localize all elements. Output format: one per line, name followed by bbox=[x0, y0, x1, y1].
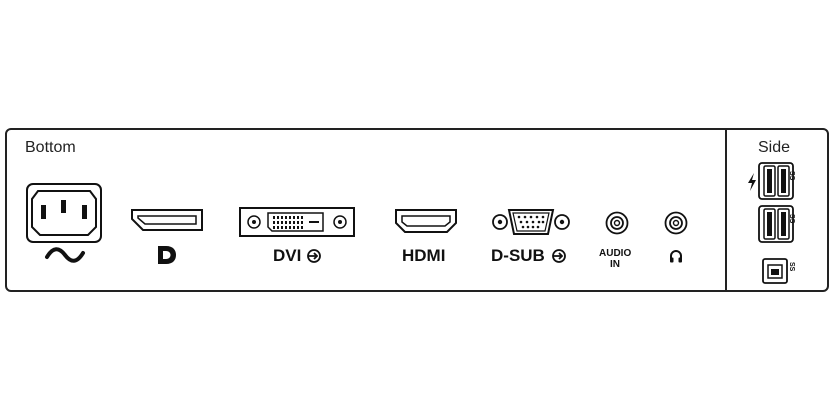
hdmi-connector-icon bbox=[395, 209, 457, 233]
dsub-label: D-SUB bbox=[491, 246, 545, 265]
audio-in-label-line1: AUDIO bbox=[599, 248, 632, 259]
headphone-icon bbox=[669, 249, 683, 263]
usb-ss-badge-1: SS bbox=[788, 171, 795, 181]
dvi-input-arrow-icon bbox=[307, 249, 321, 263]
vga-connector-icon bbox=[491, 207, 571, 237]
side-section-label: Side bbox=[758, 139, 791, 156]
lightning-icon bbox=[747, 173, 757, 191]
usb-ss-badge-2: SS bbox=[788, 214, 795, 224]
dsub-input-arrow-icon bbox=[552, 249, 566, 263]
ac-symbol-icon bbox=[45, 247, 85, 263]
ac-power-inlet-icon bbox=[26, 183, 102, 243]
usb-b-port-icon bbox=[762, 258, 788, 284]
connector-panel bbox=[5, 128, 829, 292]
audio-in-label-line2: IN bbox=[610, 259, 620, 270]
usb-a-charging-port-icon bbox=[758, 162, 794, 200]
dvi-label: DVI bbox=[273, 246, 302, 265]
hdmi-label: HDMI bbox=[402, 246, 446, 265]
audio-jack-icon bbox=[605, 211, 629, 235]
dvi-connector-icon bbox=[239, 207, 355, 237]
section-divider bbox=[725, 128, 727, 292]
displayport-logo-icon bbox=[156, 245, 178, 265]
usb-a-port-icon bbox=[758, 205, 794, 243]
bottom-section-label: Bottom bbox=[25, 139, 76, 156]
displayport-connector-icon bbox=[131, 209, 203, 231]
headphone-jack-icon bbox=[664, 211, 688, 235]
usb-ss-badge-3: SS bbox=[788, 262, 795, 272]
